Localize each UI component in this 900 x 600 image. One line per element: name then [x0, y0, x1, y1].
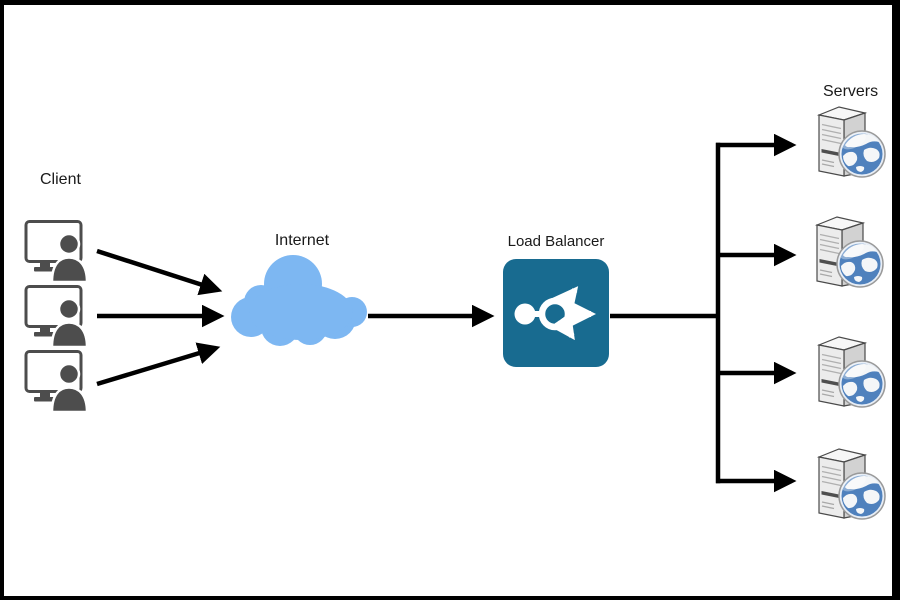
diagram-canvas: Client Internet Load Balancer [4, 5, 892, 596]
server-globe-icon [819, 107, 885, 177]
arrow-client3-internet [96, 342, 221, 387]
server-globe-icon [819, 337, 885, 407]
server-globe-icon [817, 217, 883, 287]
server-node [812, 334, 887, 414]
internet-label: Internet [274, 232, 330, 249]
server-node [812, 446, 887, 526]
arrow-client1-internet [96, 248, 223, 296]
workstation-user-icon [26, 287, 87, 348]
client-node [24, 285, 96, 347]
client-group-label: Client [40, 171, 81, 188]
client-node [24, 350, 96, 412]
server-globe-icon [819, 449, 885, 519]
client-arrows [96, 248, 225, 387]
server-node [810, 214, 885, 294]
internet-cloud-node [231, 255, 367, 346]
servers-group-label: Servers [823, 83, 879, 100]
workstation-user-icon [26, 352, 87, 413]
load-balancer-label: Load Balancer [507, 233, 605, 250]
cloud-icon [231, 255, 367, 346]
connector-layer [96, 133, 797, 493]
client-node [24, 220, 96, 282]
load-balancer-icon [514, 286, 597, 341]
load-balancer-node [503, 259, 609, 367]
workstation-user-icon [26, 222, 87, 283]
server-arrows [716, 133, 797, 493]
server-node [812, 104, 887, 184]
